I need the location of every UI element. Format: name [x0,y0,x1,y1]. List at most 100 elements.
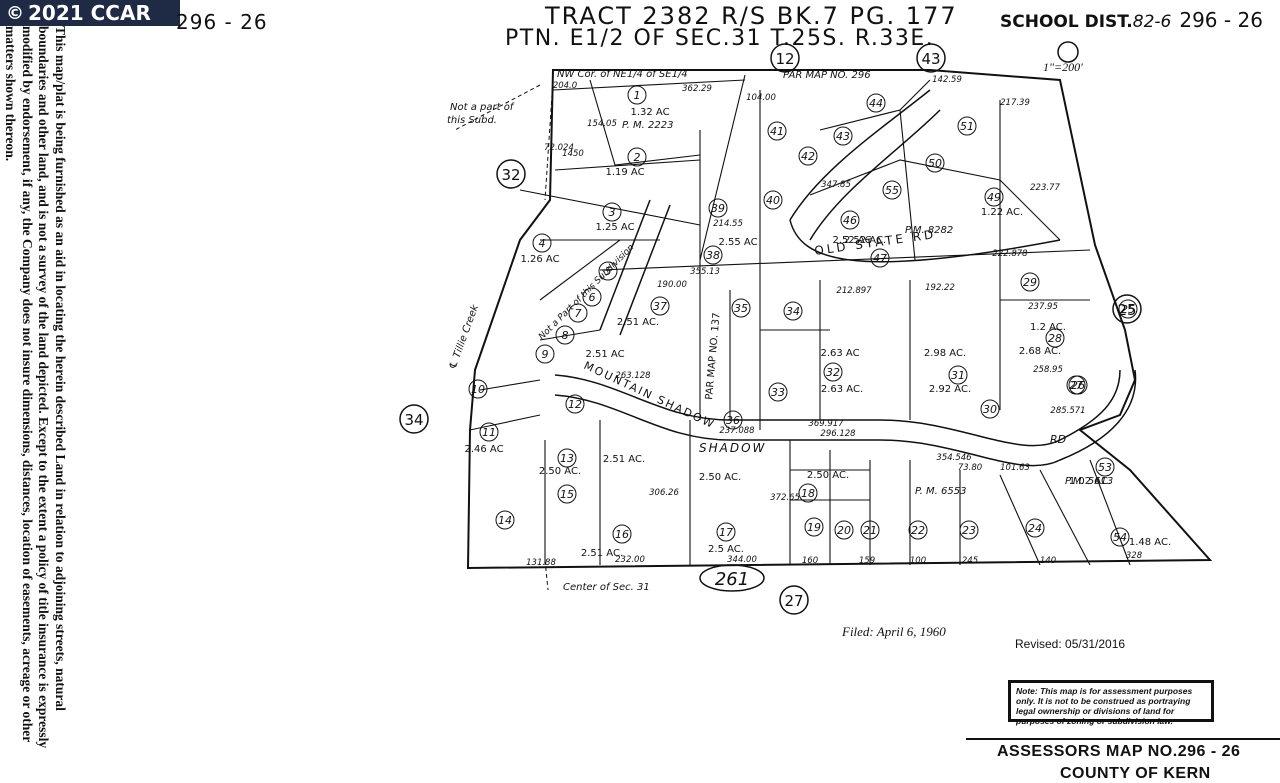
revised-date: Revised: 05/31/2016 [1015,637,1126,651]
parcel-circle [598,261,618,281]
book-circle-top [770,43,800,73]
dimension-label: 140 [1040,556,1056,566]
copyright-badge: © 2021 CCAR [0,0,180,26]
acreage-label: 2.51 AC [585,349,624,360]
parcel-circle [860,520,880,540]
dimension-label: 306.26 [649,488,679,498]
parcel-circle [783,301,803,321]
parcel-number: 51 [960,120,974,133]
book-circle-far-left [399,404,429,434]
acreage-label: 2.50 AC. [699,472,741,483]
parcel-number: 15 [560,488,574,501]
dimension-label: 104.00 [746,93,776,103]
parcel-number: 43 [836,130,850,143]
parcel-circle [532,233,552,253]
rd-label: RD [1050,433,1066,446]
not-part-label-2: this Subd. [447,115,497,126]
acreage-label: 1.02 AC. [1069,476,1111,487]
parcel-number: 30 [983,403,997,416]
parcel-circle [823,362,843,382]
dimension-label: 142.59 [932,75,962,85]
dimension-label: 344.00 [727,555,757,565]
parcel-number: 13 [560,452,574,465]
parcel-circle [535,344,555,364]
book-num-bottom: 27 [784,592,803,610]
copyright-text: 2021 CCAR [28,1,151,25]
book-circle-left [496,159,526,189]
dimension-label: 369.917 [808,419,844,429]
parcel-number: 24 [1028,522,1042,535]
parcel-number: 12 [568,398,582,411]
acreage-label: 2.98 AC. [924,348,966,359]
parcel-circle [984,187,1004,207]
north-arrow-circle [1057,41,1079,63]
dimension-label: 355.13 [690,267,720,277]
shadow-label: SHADOW [699,441,766,455]
parcel-number: 42 [801,150,815,163]
parcel-circle [925,153,945,173]
parcel-circle [866,93,886,113]
parcel-number: 16 [615,528,629,541]
acreage-label: 2.51 AC. [581,548,623,559]
acreage-label: 2.52 AC [832,235,871,246]
parcel-circle [723,410,743,430]
dimension-label: 204.0 [553,81,577,91]
pm-5613-label: P.M. 5613 [1065,476,1113,487]
parcel-circle [568,303,588,323]
parcel-circle [870,248,890,268]
parcel-circle [768,382,788,402]
parcel-circle [767,121,787,141]
parcel-number: 8 [562,329,569,342]
parcel-number: 20 [837,524,851,537]
parcel-circle [555,325,575,345]
parcel-circle [1025,518,1045,538]
acreage-label: 1.48 AC. [1129,537,1171,548]
dimension-label: 296.128 [820,429,856,439]
parcel-number: 1 [634,89,641,102]
acreage-label: 1.26 AC [520,254,559,265]
parcel-circle [957,116,977,136]
road-lines [554,89,1137,467]
dimension-label: 372.65 [770,493,800,503]
parcel-circle [612,524,632,544]
parcel-number: 3 [609,206,616,219]
parcel-number: 26 [1071,379,1085,392]
acreage-label: 1.19 AC [605,167,644,178]
parcel-number: 38 [706,249,720,262]
parcel-circle [557,484,577,504]
parcel-circle [479,422,499,442]
footer-rule [966,738,1280,740]
parcel-circle [565,394,585,414]
book-circle-bottom-center [699,564,765,592]
parcel-circle [582,287,602,307]
dimension-label: 232.00 [615,555,645,565]
parcel-circle [627,147,647,167]
school-number: 82-6 [1132,12,1172,32]
copyright-symbol: © [6,2,24,24]
dimension-label: 328 [1126,551,1143,561]
book-num-left: 32 [501,166,520,184]
acreage-label: 2.52 AC. [844,235,886,246]
parcel-number: 29 [1023,276,1037,289]
dimension-label: 154.05 [587,119,617,129]
parcel-circle [468,379,488,399]
book-circle-right-top [916,43,946,73]
parcel-number: 6 [589,291,596,304]
parcel-number: 33 [771,386,785,399]
parcel-number: 37 [653,300,667,313]
parcel-number: 22 [911,524,925,537]
parcel-number: 47 [873,252,887,265]
parcel-number: 34 [786,305,800,318]
parcel-circle [908,520,928,540]
parcel-circle [1020,272,1040,292]
parcel-number: 40 [766,194,780,207]
parcel-circle [703,245,723,265]
dashed-lines [454,79,554,591]
acreage-label: 2.63 AC. [821,384,863,395]
par-map-137-label: PAR MAP NO. 137 [704,312,723,400]
dimension-label: 131.88 [526,558,556,568]
dimension-label: 223.77 [1030,183,1060,193]
parcel-circle [650,296,670,316]
parcel-number: 35 [734,302,748,315]
